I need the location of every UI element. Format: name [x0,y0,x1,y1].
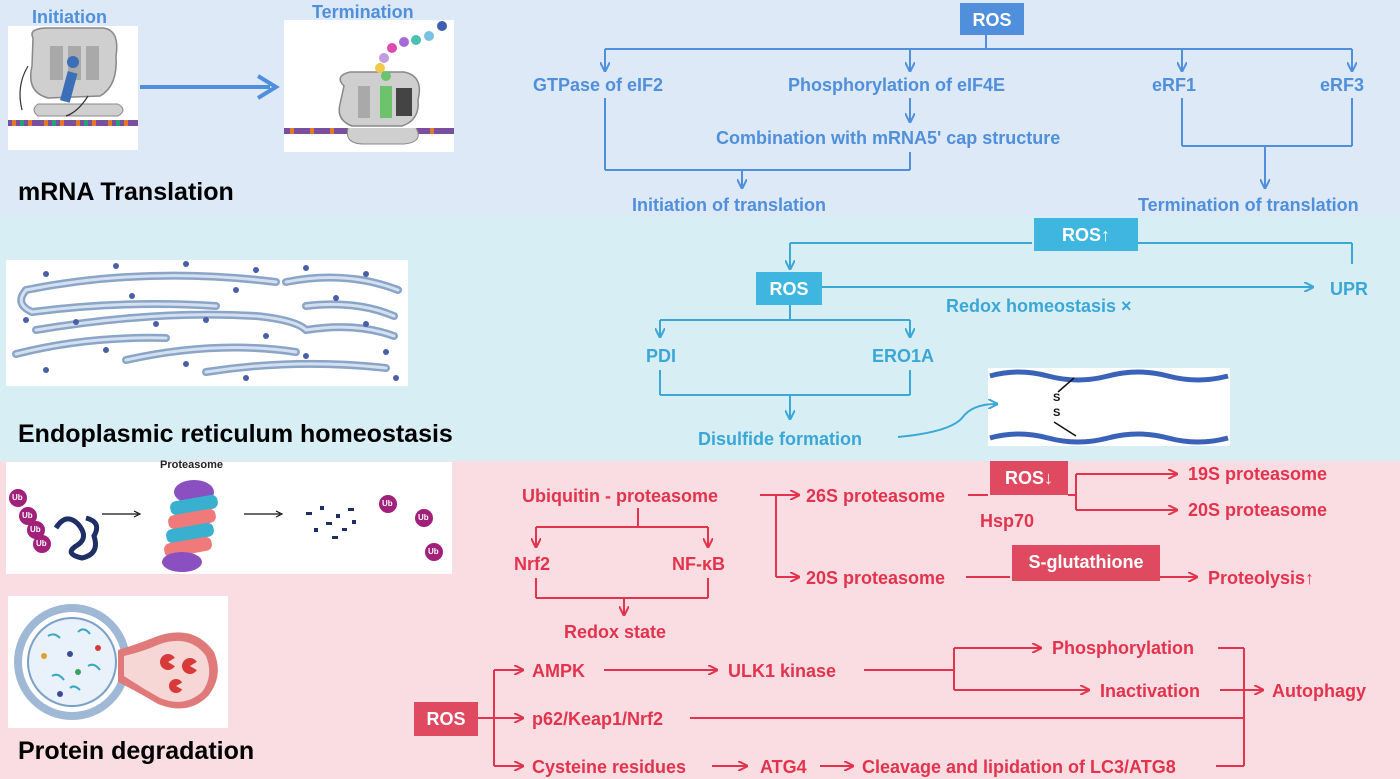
sulfur-label-2: S [1053,407,1061,419]
erf3: eRF3 [1320,75,1365,95]
disulfide-strands-illustration [988,368,1230,446]
termination-ribosome-illustration [284,20,454,152]
initiation-ribosome-illustration [8,26,138,150]
proteasome-20s: 20S proteasome [806,568,946,588]
mrna-translation-section [0,0,1400,216]
ub-label-3: Ub [30,525,41,534]
erf1: eRF1 [1152,75,1197,95]
ub-label-2: Ub [22,511,33,520]
ub-label-6: Ub [418,513,429,522]
proteasome-20s-right: 20S proteasome [1188,500,1328,520]
gtpase-eif2: GTPase of eIF2 [533,75,664,95]
ros-box-er: ROS [756,272,822,305]
autophagy: Autophagy [1272,681,1366,701]
ros-box-translation: ROS [960,3,1024,35]
cysteine-residues: Cysteine residues [532,757,687,777]
proteasome-19s: 19S proteasome [1188,464,1328,484]
phosphorylation-eif4e: Phosphorylation of eIF4E [788,75,1006,95]
atg4: ATG4 [760,757,807,777]
inactivation: Inactivation [1100,681,1201,701]
sulfur-label-1: S [1053,392,1061,404]
ub-label-7: Ub [428,547,439,556]
proteasome-26s: 26S proteasome [806,486,946,506]
p62-keap1-nrf2: p62/Keap1/Nrf2 [532,709,664,729]
autophagy-illustration [8,596,228,728]
disulfide-formation: Disulfide formation [698,429,863,449]
mrna-translation-title: mRNA Translation [18,178,234,206]
ub-label-5: Ub [382,499,393,508]
termination-label: Termination [312,2,414,22]
pdi: PDI [646,346,677,366]
phosphorylation: Phosphorylation [1052,638,1195,658]
termination-of-translation: Termination of translation [1138,195,1359,215]
ubiquitin-proteasome-illustration [6,462,452,574]
combination-cap-structure: Combination with mRNA5' cap structure [716,128,1061,148]
ubiquitin-proteasome: Ubiquitin - proteasome [522,486,719,506]
hsp70: Hsp70 [980,511,1035,531]
endoplasmic-reticulum-illustration [6,260,408,386]
ros-down-box: ROS↓ [990,461,1068,495]
ero1a: ERO1A [872,346,935,366]
ub-label-1: Ub [12,493,23,502]
proteolysis: Proteolysis↑ [1208,568,1315,588]
s-glutathione-box: S-glutathione [1012,545,1160,581]
ros-up-box: ROS↑ [1034,218,1138,251]
ros-box-degradation: ROS [414,702,478,736]
upr: UPR [1330,279,1369,299]
nrf2: Nrf2 [514,554,551,574]
initiation-of-translation: Initiation of translation [632,195,826,215]
proteasome-label: Proteasome [160,459,223,471]
redox-homeostasis: Redox homeostasis × [946,296,1132,316]
nf-kb: NF-κB [672,554,726,574]
ampk: AMPK [532,661,585,681]
ulk1-kinase: ULK1 kinase [728,661,837,681]
initiation-label: Initiation [32,7,107,27]
cleavage-lipidation: Cleavage and lipidation of LC3/ATG8 [862,757,1176,777]
redox-state: Redox state [564,622,667,642]
protein-degradation-title: Protein degradation [18,737,255,765]
er-homeostasis-title: Endoplasmic reticulum homeostasis [18,420,453,448]
ub-label-4: Ub [36,539,47,548]
